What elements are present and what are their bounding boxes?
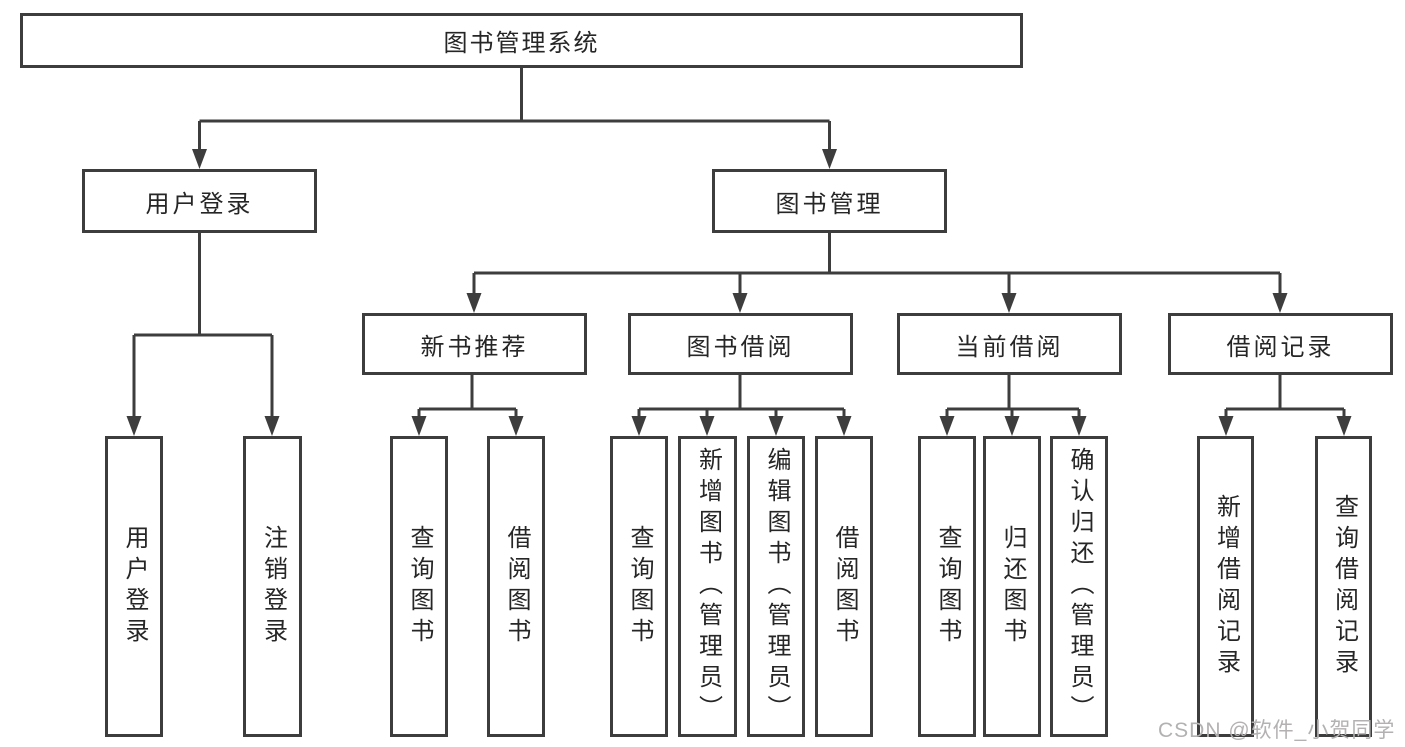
leaf-user-login: 用户登录 bbox=[105, 436, 163, 737]
leaf-label: 借阅图书 bbox=[503, 524, 530, 649]
node-borrowing-records: 借阅记录 bbox=[1168, 313, 1393, 375]
leaf-label: 编辑图书（管理员） bbox=[763, 447, 790, 726]
leaf-confirm-return-admin: 确认归还（管理员） bbox=[1050, 436, 1108, 737]
leaf-return-books: 归还图书 bbox=[983, 436, 1041, 737]
leaf-label: 新增借阅记录 bbox=[1212, 493, 1240, 680]
leaf-add-borrow-record: 新增借阅记录 bbox=[1197, 436, 1254, 737]
leaf-add-book-admin: 新增图书（管理员） bbox=[678, 436, 737, 737]
leaf-query-books-recommend: 查询图书 bbox=[390, 436, 448, 737]
leaf-label: 用户登录 bbox=[121, 524, 148, 649]
node-book-management: 图书管理 bbox=[712, 169, 947, 233]
csdn-watermark: CSDN @软件_小贺同学 bbox=[1158, 719, 1396, 742]
leaf-label: 查询图书 bbox=[934, 524, 961, 649]
leaf-label: 借阅图书 bbox=[831, 524, 858, 649]
leaf-logout: 注销登录 bbox=[243, 436, 302, 737]
leaf-label: 归还图书 bbox=[999, 524, 1026, 649]
leaf-borrow-books-borrowing: 借阅图书 bbox=[815, 436, 873, 737]
leaf-query-books-borrowing: 查询图书 bbox=[610, 436, 668, 737]
node-user-login: 用户登录 bbox=[82, 169, 317, 233]
leaf-label: 注销登录 bbox=[259, 524, 287, 649]
leaf-label: 查询借阅记录 bbox=[1330, 493, 1358, 680]
leaf-label: 查询图书 bbox=[626, 524, 653, 649]
leaf-label: 新增图书（管理员） bbox=[694, 447, 722, 726]
leaf-query-borrow-record: 查询借阅记录 bbox=[1315, 436, 1372, 737]
node-book-borrowing: 图书借阅 bbox=[628, 313, 853, 375]
leaf-label: 查询图书 bbox=[406, 524, 433, 649]
node-current-borrowing: 当前借阅 bbox=[897, 313, 1122, 375]
leaf-edit-book-admin: 编辑图书（管理员） bbox=[747, 436, 805, 737]
leaf-query-books-current: 查询图书 bbox=[918, 436, 976, 737]
node-new-book-recommendation: 新书推荐 bbox=[362, 313, 587, 375]
leaf-label: 确认归还（管理员） bbox=[1066, 447, 1093, 726]
leaf-borrow-books-recommend: 借阅图书 bbox=[487, 436, 545, 737]
node-library-management-system: 图书管理系统 bbox=[20, 13, 1023, 68]
